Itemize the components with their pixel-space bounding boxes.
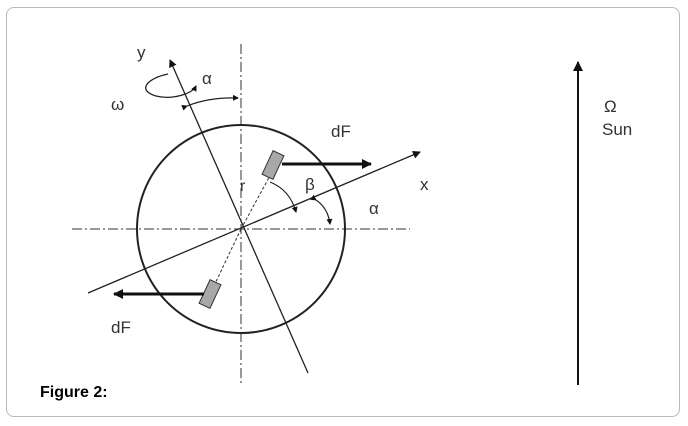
panel-lower: [198, 279, 222, 309]
rotating-disk: [136, 124, 346, 334]
figure-caption: Figure 2:: [40, 384, 108, 401]
alpha-right-arc: [310, 194, 333, 225]
y-axis-label: y: [137, 43, 146, 62]
panel-upper: [261, 150, 285, 180]
omega-rotation-arrow: [145, 73, 197, 98]
omega-label: ω: [111, 95, 124, 114]
radius-line: [240, 171, 273, 230]
radius-label: r: [240, 178, 246, 195]
alpha-top-label: α: [202, 69, 212, 88]
y-axis-line: [169, 59, 309, 374]
sun-label: Sun: [602, 120, 632, 139]
x-axis-line: [87, 151, 421, 294]
alpha-top-arc: [181, 94, 239, 111]
force-upper-label: dF: [331, 122, 351, 141]
force-lower-label: dF: [111, 318, 131, 337]
alpha-right-label: α: [369, 199, 379, 218]
beta-arc: [269, 181, 298, 213]
x-axis-label: x: [420, 175, 429, 194]
beta-label: β: [305, 175, 315, 194]
omega-upper-label: Ω: [604, 97, 617, 116]
radius-line-lower: [211, 228, 242, 291]
